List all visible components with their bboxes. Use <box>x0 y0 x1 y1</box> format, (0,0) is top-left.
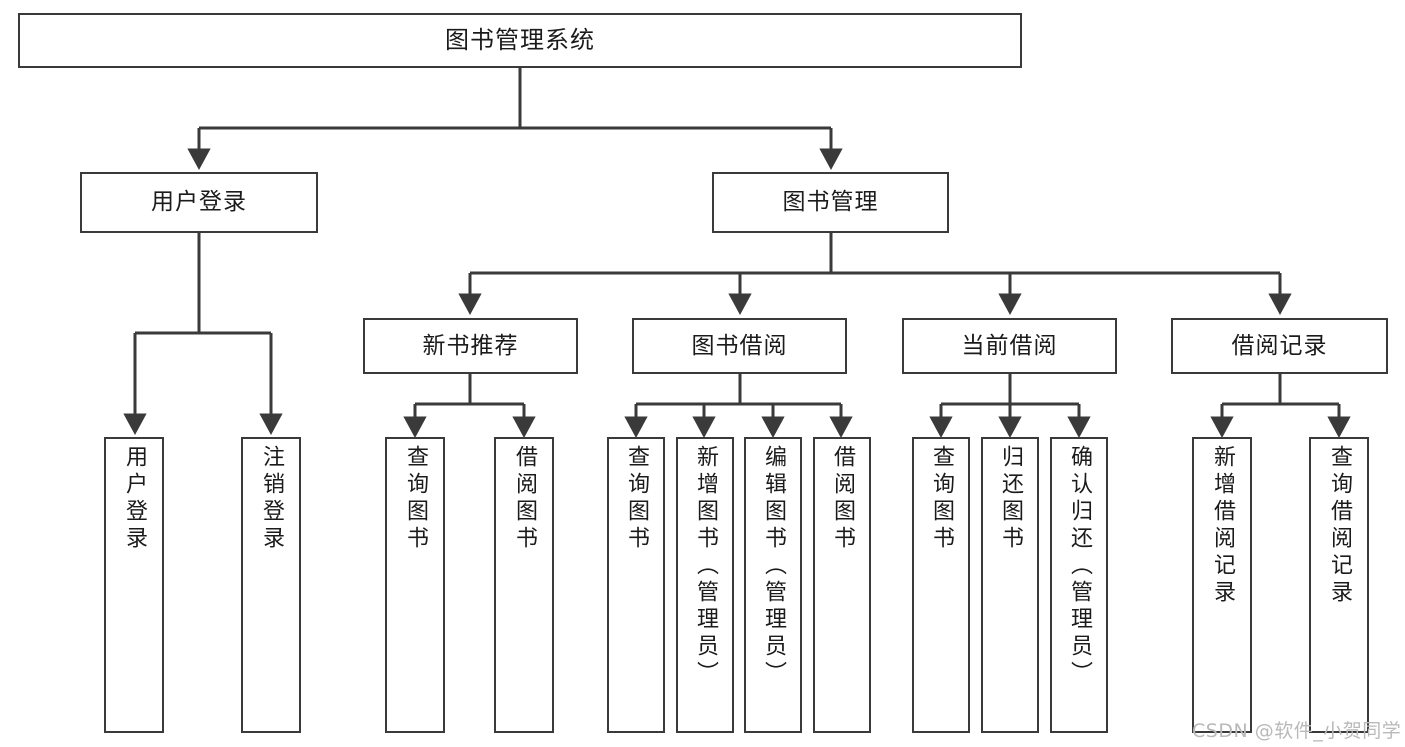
node-label: 借阅记录 <box>1231 332 1328 359</box>
node-leaf-user-login[interactable]: 用户登录 <box>104 437 164 733</box>
node-current-borrow[interactable]: 当前借阅 <box>902 318 1117 374</box>
node-label: 查询图书 <box>403 445 428 553</box>
node-leaf-add-book-admin[interactable]: 新增图书（管理员） <box>676 437 734 733</box>
node-label: 借阅图书 <box>830 445 855 553</box>
node-label: 用户登录 <box>122 445 147 553</box>
node-label: 查询图书 <box>624 445 649 553</box>
node-label: 当前借阅 <box>961 332 1058 359</box>
node-root-book-management-system[interactable]: 图书管理系统 <box>18 13 1022 68</box>
node-label: 用户登录 <box>151 189 247 216</box>
node-leaf-query-book-borrow[interactable]: 查询图书 <box>607 437 665 733</box>
node-label: 新书推荐 <box>422 332 519 359</box>
node-label: 注销登录 <box>259 445 284 553</box>
node-leaf-query-book-current[interactable]: 查询图书 <box>912 437 970 733</box>
node-label: 查询借阅记录 <box>1327 445 1352 607</box>
node-book-borrow[interactable]: 图书借阅 <box>632 318 847 374</box>
node-leaf-logout[interactable]: 注销登录 <box>241 437 301 733</box>
csdn-watermark: CSDN @软件_小贺同学 <box>1192 720 1402 742</box>
node-label: 归还图书 <box>998 445 1023 553</box>
node-leaf-edit-book-admin[interactable]: 编辑图书（管理员） <box>744 437 802 733</box>
node-leaf-return-book[interactable]: 归还图书 <box>981 437 1039 733</box>
node-label: 图书管理系统 <box>445 25 595 54</box>
node-new-book-recommend[interactable]: 新书推荐 <box>363 318 578 374</box>
node-label: 编辑图书（管理员） <box>761 445 786 688</box>
node-user-login[interactable]: 用户登录 <box>80 172 318 233</box>
node-borrow-record[interactable]: 借阅记录 <box>1171 318 1388 374</box>
node-label: 新增借阅记录 <box>1210 445 1235 607</box>
node-book-management[interactable]: 图书管理 <box>712 172 949 233</box>
node-leaf-borrow-book-recommend[interactable]: 借阅图书 <box>494 437 554 733</box>
node-leaf-borrow-book[interactable]: 借阅图书 <box>813 437 871 733</box>
node-leaf-add-borrow-record[interactable]: 新增借阅记录 <box>1192 437 1252 733</box>
node-label: 图书管理 <box>782 189 879 216</box>
node-label: 确认归还（管理员） <box>1067 445 1092 688</box>
node-leaf-confirm-return-admin[interactable]: 确认归还（管理员） <box>1050 437 1108 733</box>
node-leaf-query-book-recommend[interactable]: 查询图书 <box>385 437 445 733</box>
node-label: 借阅图书 <box>512 445 537 553</box>
node-label: 图书借阅 <box>691 332 788 359</box>
node-label: 新增图书（管理员） <box>693 445 718 688</box>
node-leaf-query-borrow-record[interactable]: 查询借阅记录 <box>1309 437 1369 733</box>
node-label: 查询图书 <box>929 445 954 553</box>
